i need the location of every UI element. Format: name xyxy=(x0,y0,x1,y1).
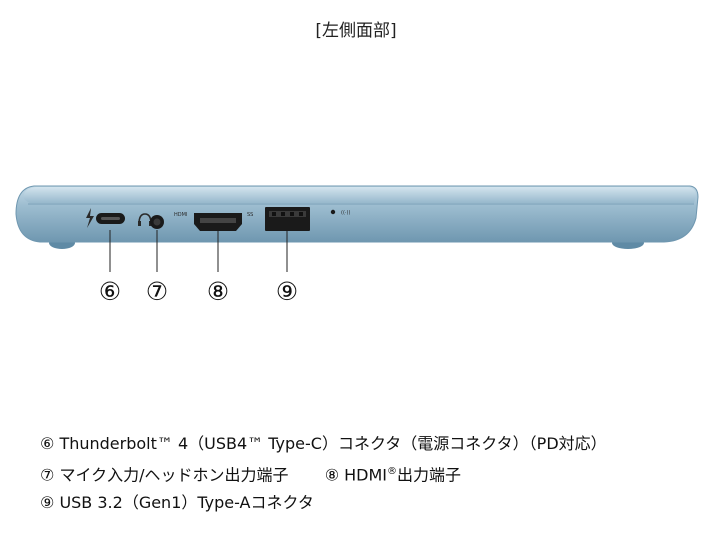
callout-7: ⑦ xyxy=(145,277,169,306)
callout-9: ⑨ xyxy=(275,277,299,306)
legend-row-2: ⑦ マイク入力/ヘッドホン出力端子 ⑧ HDMI®出力端子 xyxy=(40,458,607,489)
legend-label-8-sup: ® xyxy=(387,466,398,477)
usb-a-port xyxy=(265,207,310,231)
legend-row-3: ⑨ USB 3.2（Gen1）Type-Aコネクタ xyxy=(40,489,607,517)
legend-num-9: ⑨ xyxy=(40,493,55,513)
usb-ss-mark: SS xyxy=(247,212,253,218)
thunderbolt-icon xyxy=(86,208,94,228)
legend-label-8-pre: HDMI xyxy=(344,465,388,485)
hdmi-mark: HDMI xyxy=(174,212,187,218)
page-title: [左側面部] xyxy=(315,21,397,41)
legend-num-7: ⑦ xyxy=(40,465,55,485)
led-mark: ((·)) xyxy=(341,210,350,216)
legend-label-6: Thunderbolt™ 4（USB4™ Type-C）コネクタ（電源コネクタ）… xyxy=(59,434,607,453)
legend-num-6: ⑥ xyxy=(40,434,55,453)
callout-8: ⑧ xyxy=(206,277,230,306)
laptop-side-view: HDMI SS ((·)) xyxy=(15,185,699,272)
legend-num-8: ⑧ xyxy=(324,465,340,485)
status-led xyxy=(330,209,336,215)
callout-6: ⑥ xyxy=(98,277,122,306)
legend-row-1: ⑥ Thunderbolt™ 4（USB4™ Type-C）コネクタ（電源コネク… xyxy=(40,430,607,458)
legend-label-9: USB 3.2（Gen1）Type-Aコネクタ xyxy=(59,493,314,513)
legend: ⑥ Thunderbolt™ 4（USB4™ Type-C）コネクタ（電源コネク… xyxy=(40,430,607,517)
lid-edge xyxy=(23,187,697,203)
legend-label-8-post: 出力端子 xyxy=(397,465,462,485)
legend-label-7: マイク入力/ヘッドホン出力端子 xyxy=(59,465,289,485)
headphone-icon xyxy=(138,213,152,225)
